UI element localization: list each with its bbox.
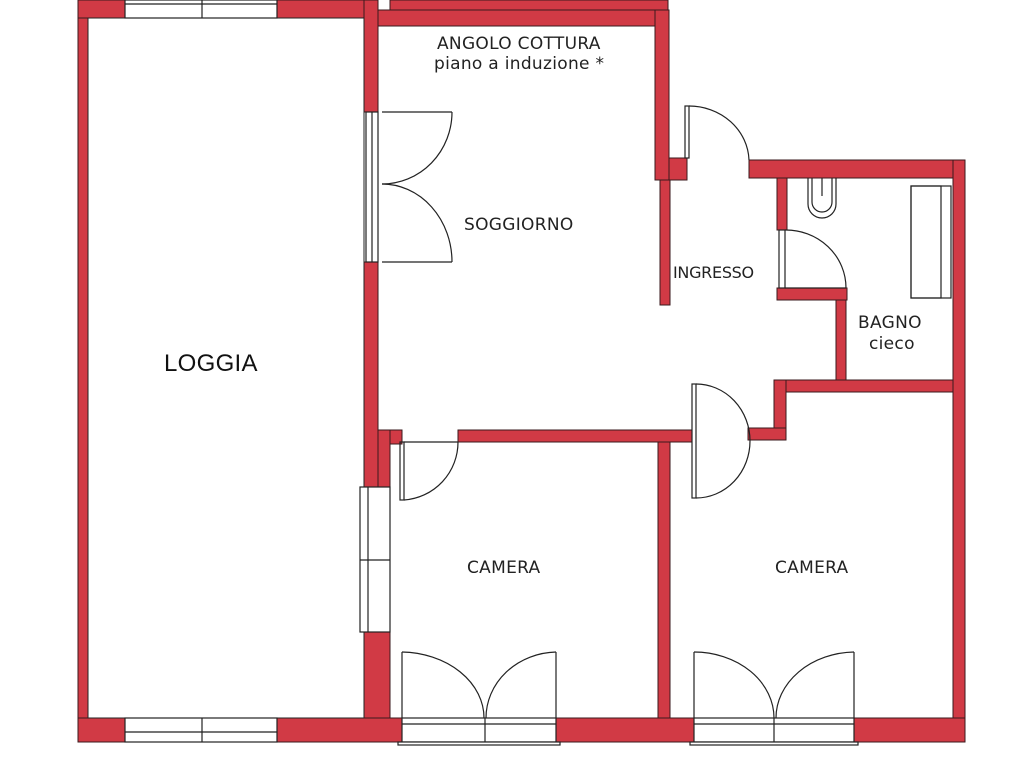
room-label-camera-2: CAMERA	[775, 558, 849, 578]
room-sublabel-angolo-cottura: piano a induzione *	[434, 54, 605, 74]
room-label-bagno: BAGNO	[858, 313, 922, 333]
windows	[124, 0, 859, 746]
room-label-ingresso: INGRESSO	[673, 263, 754, 282]
room-label-loggia: LOGGIA	[148, 336, 274, 392]
bathroom-fixtures	[807, 178, 952, 299]
room-label-soggiorno: SOGGIORNO	[464, 215, 574, 235]
bathtub-icon	[910, 185, 952, 299]
room-sublabel-bagno: cieco	[869, 334, 915, 354]
room-label-camera-1: CAMERA	[467, 558, 541, 578]
room-label-angolo-cottura: ANGOLO COTTURA	[437, 34, 601, 54]
toilet-icon	[807, 178, 837, 219]
doors	[381, 105, 855, 719]
